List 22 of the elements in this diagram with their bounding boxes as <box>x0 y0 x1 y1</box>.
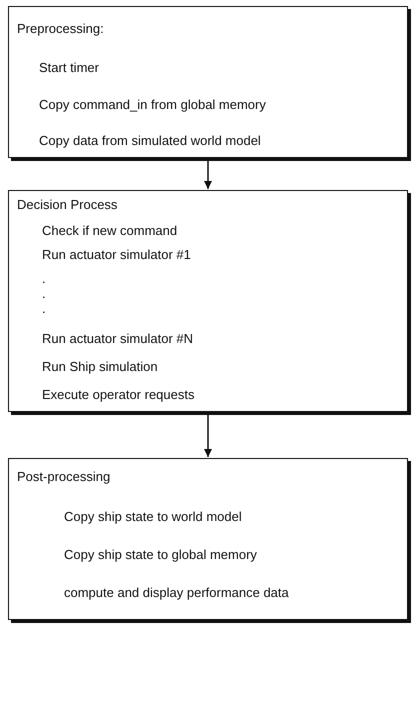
box-heading: Decision Process <box>17 197 118 213</box>
step-text: compute and display performance data <box>64 585 289 601</box>
process-box <box>8 458 408 620</box>
box-heading: Post-processing <box>17 469 110 485</box>
step-text: Run actuator simulator #1 <box>42 247 191 263</box>
step-text: Start timer <box>39 60 99 76</box>
process-box <box>8 6 408 158</box>
step-text: Run Ship simulation <box>42 359 158 375</box>
step-text: . <box>42 286 46 302</box>
step-text: Check if new command <box>42 223 178 239</box>
step-text: . <box>42 301 46 317</box>
step-text: Copy ship state to world model <box>64 509 242 525</box>
arrow <box>204 161 212 189</box>
step-text: Copy ship state to global memory <box>64 547 257 563</box>
process-box <box>8 190 408 412</box>
step-text: Run actuator simulator #N <box>42 331 194 347</box>
step-text: Execute operator requests <box>42 387 194 403</box>
step-text: Copy command_in from global memory <box>39 97 266 113</box>
step-text: Copy data from simulated world model <box>39 133 261 149</box>
step-text: . <box>42 271 46 287</box>
box-heading: Preprocessing: <box>17 21 104 37</box>
arrow <box>204 415 212 457</box>
